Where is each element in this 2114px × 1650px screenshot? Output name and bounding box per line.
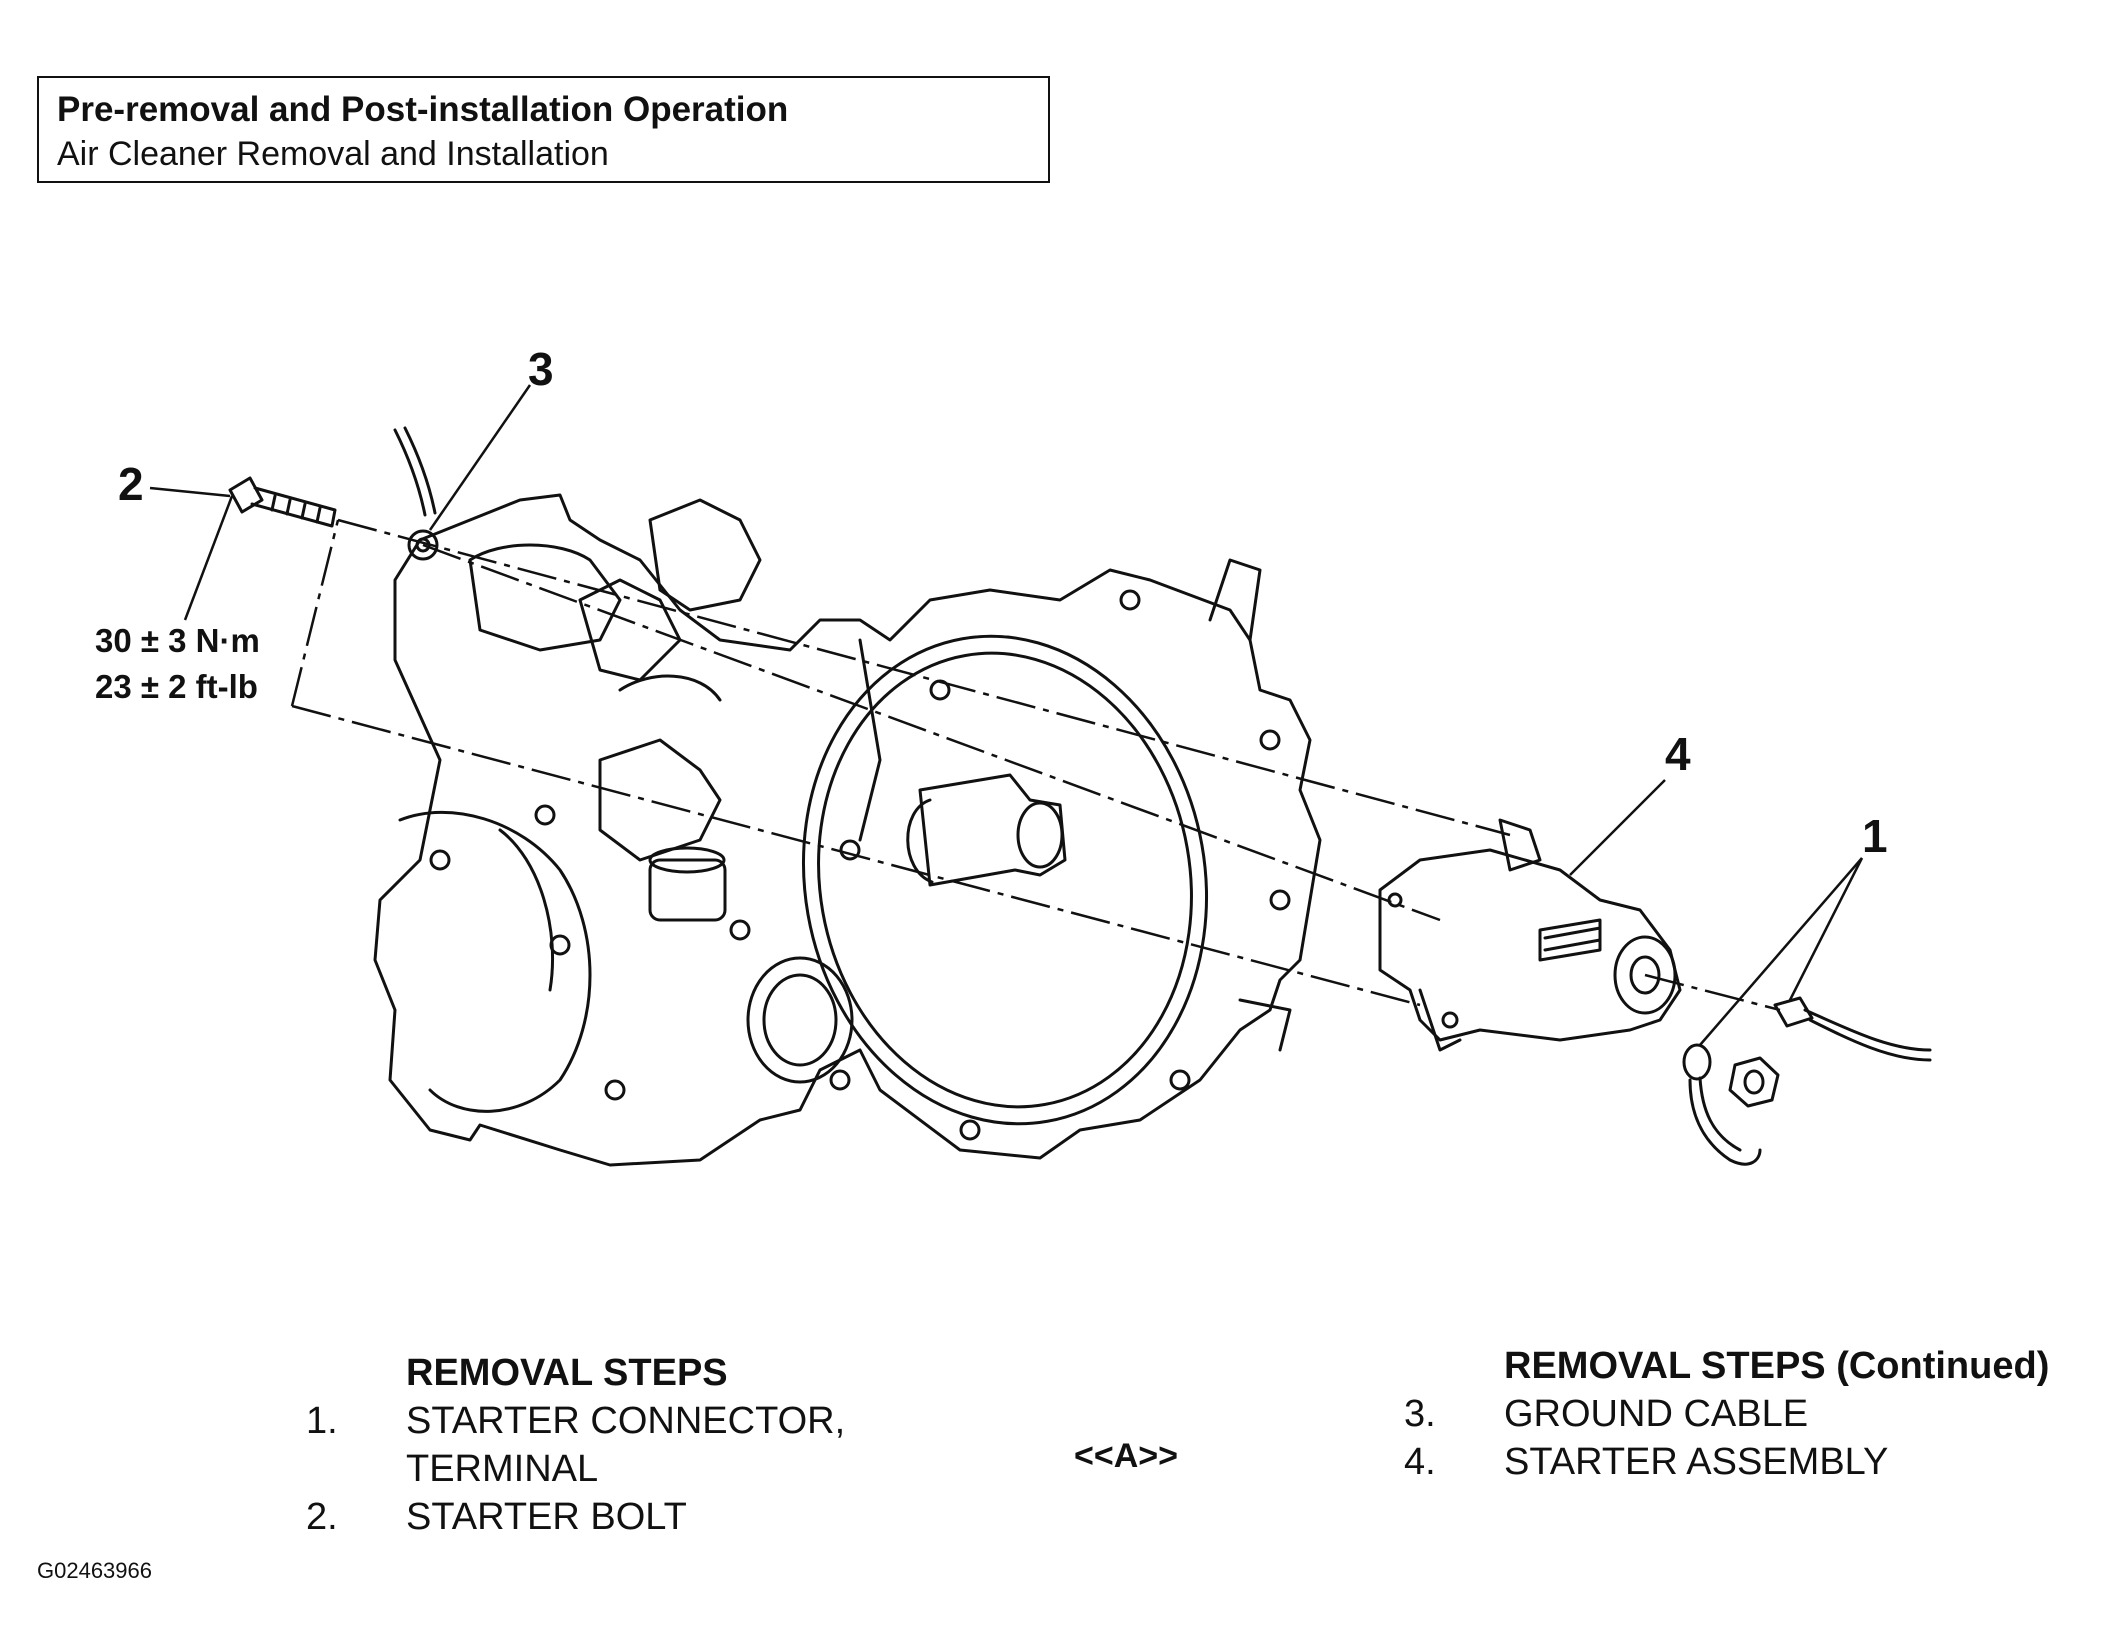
info-box-title: Pre-removal and Post-installation Operat… [57, 90, 789, 129]
service-point-mark: <<A>> [1074, 1437, 1178, 1475]
list-item: 3. GROUND CABLE [1404, 1390, 2049, 1438]
starter-motor [1378, 818, 1682, 1052]
step-number: 3. [1404, 1393, 1436, 1435]
callout-4: 4 [1665, 728, 1691, 780]
info-box: Pre-removal and Post-installation Operat… [37, 76, 1050, 183]
step-label: STARTER CONNECTOR, TERMINAL [406, 1400, 846, 1490]
step-label: GROUND CABLE [1504, 1393, 1809, 1435]
callout-1: 1 [1862, 810, 1888, 862]
torque-spec-imperial: 23 ± 2 ft-lb [95, 668, 258, 705]
list-item: 4. STARTER ASSEMBLY [1404, 1438, 2049, 1486]
ground-cable-top [393, 426, 439, 561]
step-number: 2. [306, 1496, 338, 1538]
list-item: 1. STARTER CONNECTOR, TERMINAL [306, 1397, 845, 1493]
removal-steps-continued-heading: REMOVAL STEPS (Continued) [1504, 1345, 2050, 1387]
removal-steps-continued-list: REMOVAL STEPS (Continued) 3. GROUND CABL… [1404, 1342, 2049, 1486]
figure-code: G02463966 [37, 1558, 152, 1583]
info-box-subtitle: Air Cleaner Removal and Installation [57, 135, 609, 173]
transaxle-case [373, 493, 1322, 1167]
removal-steps-heading: REMOVAL STEPS [406, 1352, 728, 1394]
starter-nut [1728, 1056, 1780, 1108]
torque-spec-metric: 30 ± 3 N·m [95, 622, 260, 659]
removal-steps-list: REMOVAL STEPS 1. STARTER CONNECTOR, TERM… [306, 1349, 845, 1541]
ground-cable-lower [1682, 1043, 1762, 1166]
list-item: 2. STARTER BOLT [306, 1493, 845, 1541]
alignment-lines [290, 518, 1781, 1012]
starter-connector [1773, 996, 1932, 1062]
leader-lines [149, 384, 1864, 1046]
step-label: STARTER BOLT [406, 1496, 687, 1538]
step-label: STARTER ASSEMBLY [1504, 1441, 1889, 1483]
callout-2: 2 [118, 458, 144, 510]
step-number: 1. [306, 1400, 338, 1442]
step-number: 4. [1404, 1441, 1436, 1483]
starter-bolt [228, 476, 337, 528]
callout-3: 3 [528, 343, 554, 395]
